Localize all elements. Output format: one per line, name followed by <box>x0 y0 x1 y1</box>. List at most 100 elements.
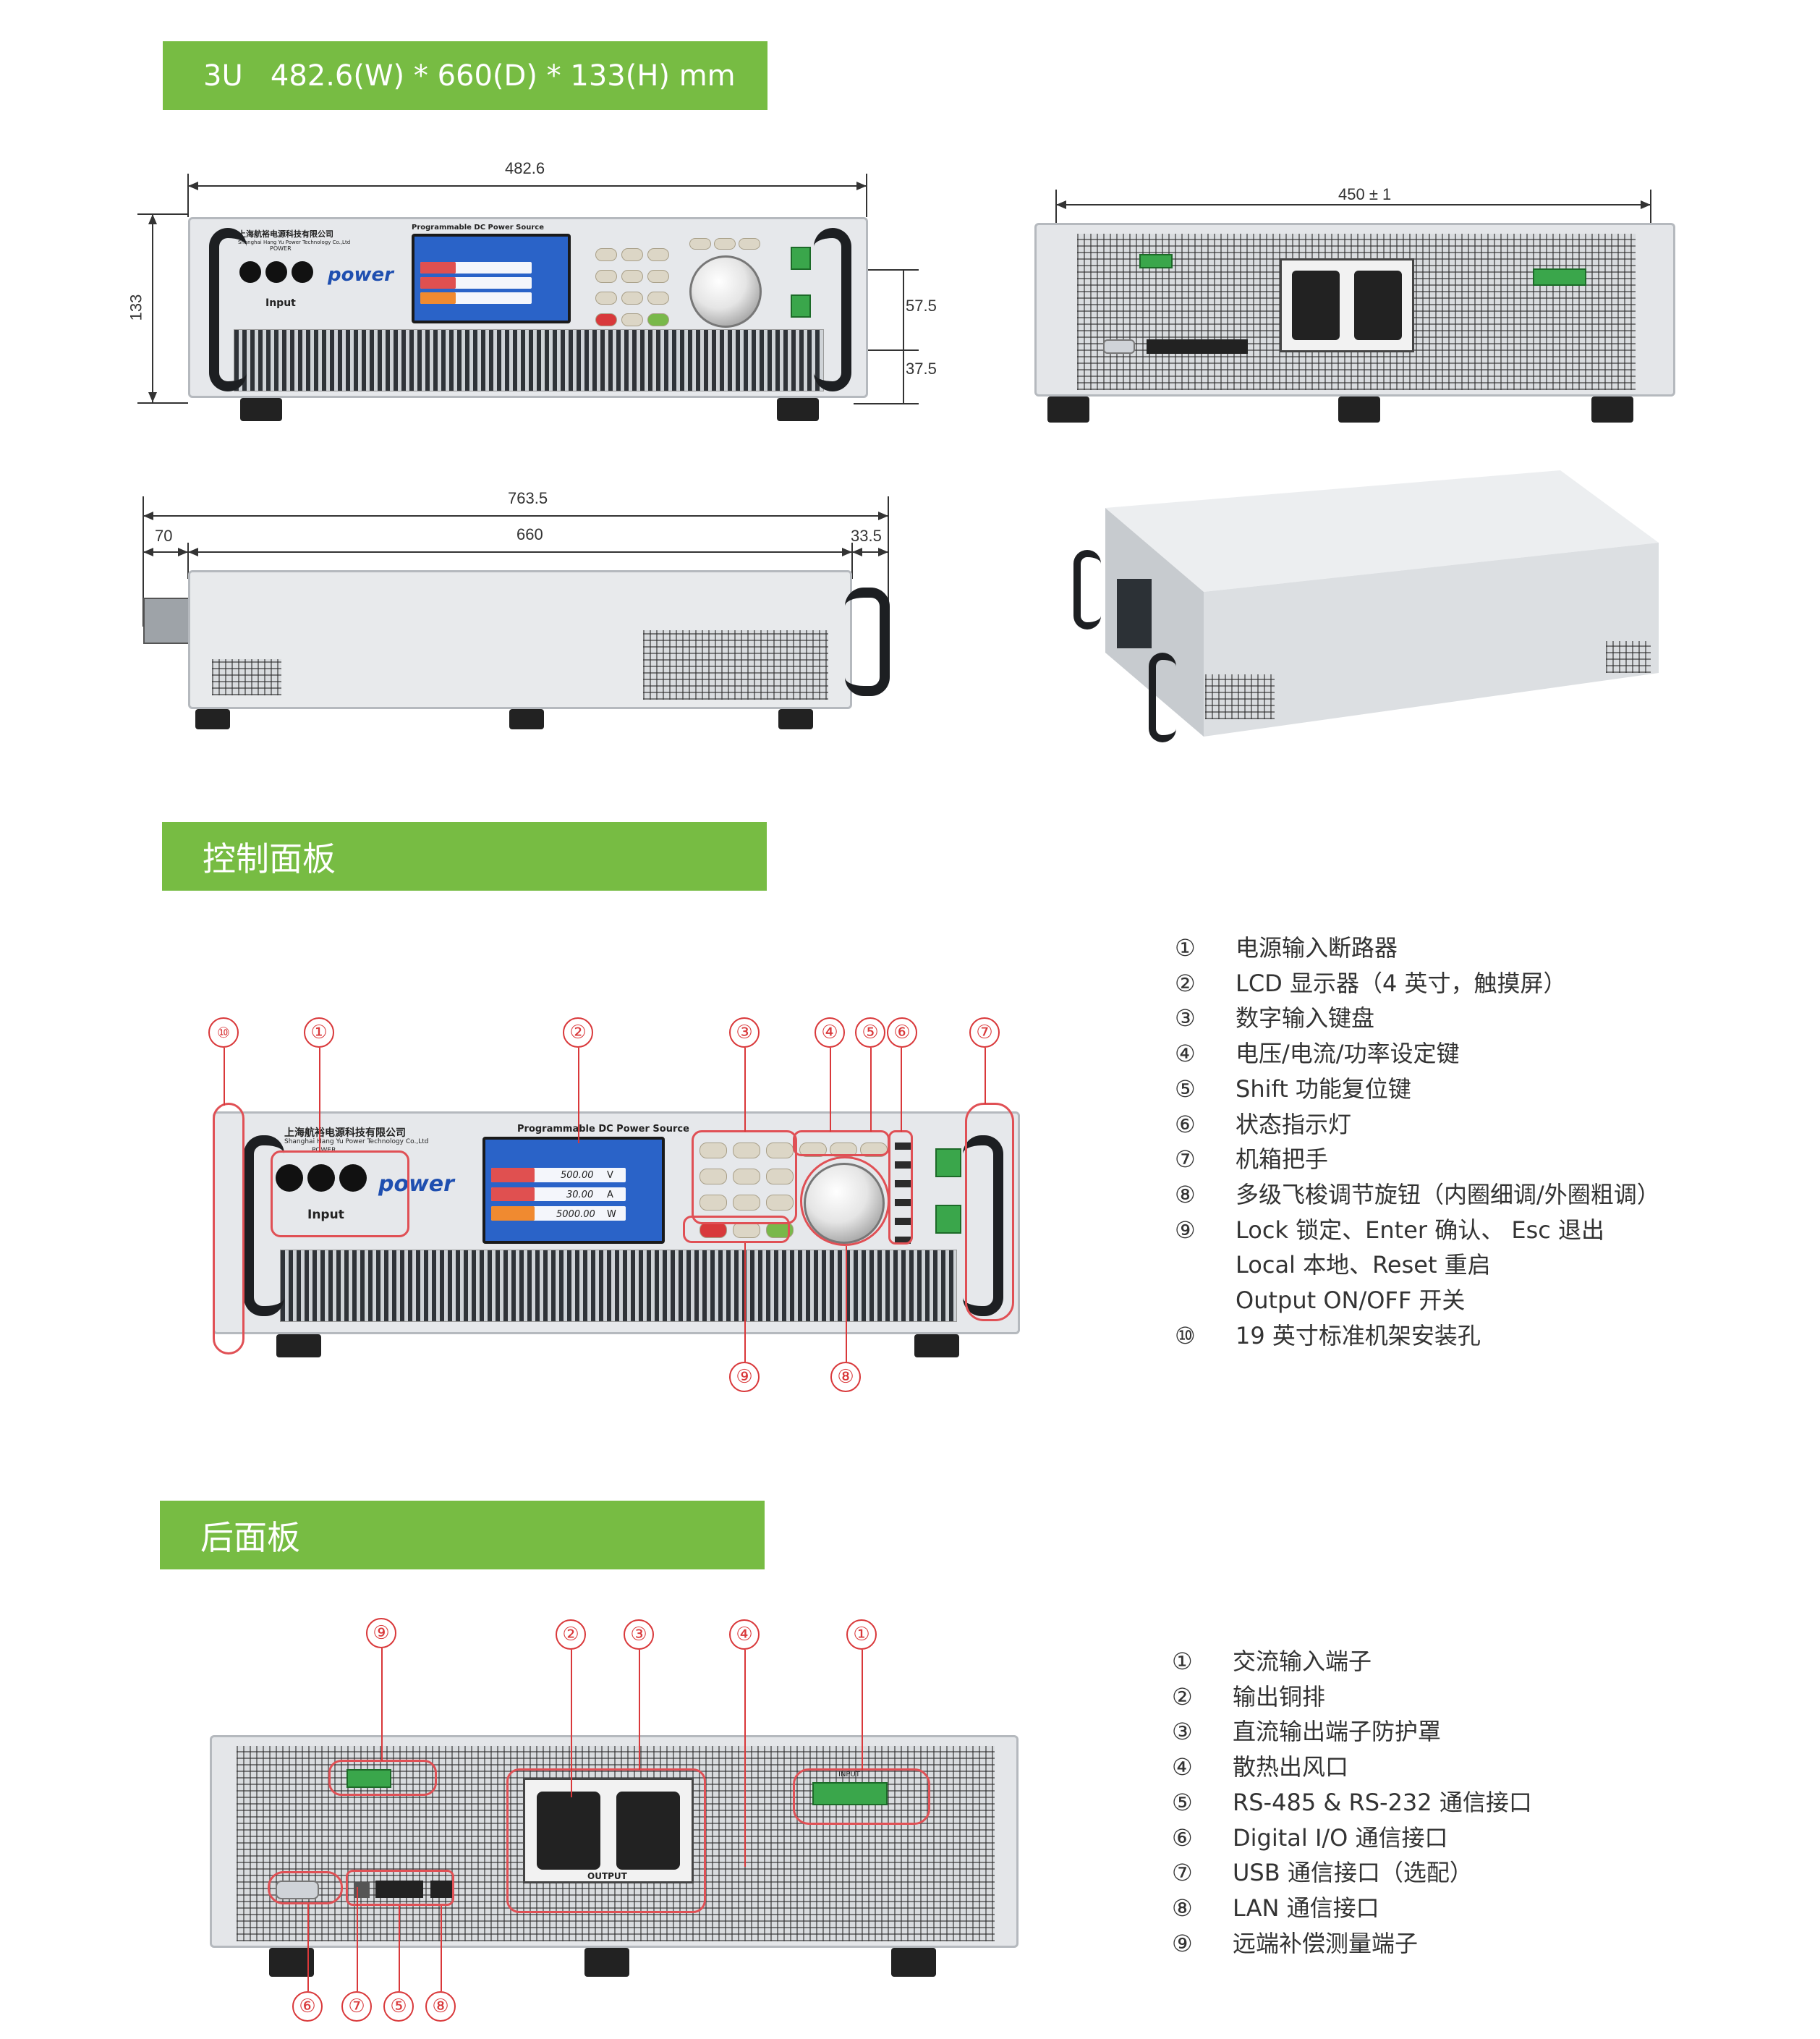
company-name-cn: 上海航裕电源科技有限公司 <box>238 229 333 239</box>
analog-port[interactable] <box>1103 339 1135 354</box>
cp-keypad-key[interactable] <box>766 1195 794 1211</box>
iso-handle-right[interactable] <box>1149 653 1176 742</box>
cp-right-handle[interactable] <box>963 1135 1003 1316</box>
cp-left-handle[interactable] <box>244 1135 284 1316</box>
iso-handle-left[interactable] <box>1073 550 1101 629</box>
rp-hl-sense <box>328 1760 437 1796</box>
rp-callout-1: ① <box>846 1619 877 1650</box>
right-handle[interactable] <box>814 228 851 391</box>
sense-terminal <box>1139 254 1173 268</box>
lcd-voltage-unit: V <box>607 1170 613 1181</box>
rear-panel-title: 后面板 <box>200 1517 300 1557</box>
cp-keypad-key[interactable] <box>766 1169 794 1184</box>
cp-status-leds <box>895 1143 911 1244</box>
hl-breaker <box>271 1150 409 1237</box>
v-set-key[interactable] <box>689 238 711 250</box>
keypad-key[interactable] <box>647 248 669 261</box>
enter-key[interactable] <box>647 313 669 326</box>
cp-callout-3: ③ <box>729 1017 760 1048</box>
breaker-3[interactable] <box>292 261 313 283</box>
ac-input-terminal <box>1533 268 1586 286</box>
side-rear-label: 33.5 <box>851 527 882 545</box>
side-body-label: 660 <box>516 525 543 543</box>
cp-keypad-key[interactable] <box>733 1143 760 1158</box>
side-vent-rear <box>643 630 828 700</box>
front-height-label: 133 <box>127 294 145 321</box>
rp-callout-7: ⑦ <box>341 1991 372 2022</box>
keypad-key[interactable] <box>595 292 617 305</box>
shift-key[interactable] <box>739 238 760 250</box>
control-panel-banner: 控制面板 <box>162 822 767 891</box>
front-width-label: 482.6 <box>505 159 545 177</box>
cp-breaker-1[interactable] <box>276 1164 303 1192</box>
cp-keypad-key[interactable] <box>699 1169 727 1184</box>
rp-output-label: OUTPUT <box>587 1871 627 1881</box>
legend-item: Output ON/OFF 开关 <box>1236 1286 1466 1315</box>
front-lcd[interactable] <box>412 234 571 323</box>
lcd-current-unit: A <box>607 1190 613 1200</box>
side-handle[interactable] <box>845 588 890 696</box>
cp-keypad-key[interactable] <box>733 1195 760 1211</box>
keypad-key[interactable] <box>621 292 643 305</box>
spec-banner: 3U 482.6(W) * 660(D) * 133(H) mm <box>163 41 767 110</box>
lcd-power-unit: W <box>607 1209 616 1220</box>
rp-ac-input-terminal <box>812 1782 888 1805</box>
keypad-key[interactable] <box>595 270 617 283</box>
cp-keypad-key[interactable] <box>699 1195 727 1211</box>
company-name-en: Shanghai Hang Yu Power Technology Co.,Lt… <box>238 239 351 245</box>
power-label: POWER <box>270 245 292 252</box>
cp-indicator-1 <box>935 1148 961 1177</box>
cp-keypad-key[interactable] <box>699 1143 727 1158</box>
lcd-power: 5000.00 <box>556 1209 595 1220</box>
i-set-key[interactable] <box>714 238 736 250</box>
cp-callout-10: ⑩ <box>208 1017 239 1048</box>
cp-breaker-2[interactable] <box>307 1164 335 1192</box>
control-panel-title: 控制面板 <box>203 839 336 878</box>
cp-keypad-key[interactable] <box>733 1169 760 1184</box>
brand-logo: power <box>328 264 394 286</box>
foot <box>891 1948 936 1977</box>
side-vent-front <box>212 659 281 695</box>
keypad-key[interactable] <box>621 270 643 283</box>
rp-rs485-port[interactable] <box>375 1881 423 1898</box>
front-device: 上海航裕电源科技有限公司 Shanghai Hang Yu Power Tech… <box>188 217 868 398</box>
front-lower-label: 37.5 <box>906 360 937 378</box>
output-key[interactable] <box>595 313 617 326</box>
cp-callout-4: ④ <box>815 1017 845 1048</box>
rp-callout-5: ⑤ <box>383 1991 414 2022</box>
comm-ports[interactable] <box>1147 339 1248 354</box>
keypad-key[interactable] <box>621 248 643 261</box>
rp-lan-port[interactable] <box>430 1881 452 1898</box>
iso-vent-1 <box>1205 674 1275 719</box>
jog-shuttle-knob[interactable] <box>689 255 762 328</box>
foot <box>1591 397 1633 423</box>
cp-breaker-3[interactable] <box>339 1164 367 1192</box>
breaker-1[interactable] <box>239 261 261 283</box>
foot <box>1047 397 1089 423</box>
cp-callout-6: ⑥ <box>887 1017 917 1048</box>
lcd-voltage: 500.00 <box>561 1170 594 1181</box>
keypad-key[interactable] <box>647 292 669 305</box>
foot <box>1338 397 1380 423</box>
hl-right-handle <box>965 1103 1014 1321</box>
keypad-key[interactable] <box>647 270 669 283</box>
foot <box>584 1948 629 1977</box>
breaker-2[interactable] <box>265 261 287 283</box>
keypad-key[interactable] <box>595 248 617 261</box>
rp-hl-output <box>506 1768 706 1913</box>
hl-rack-hole <box>213 1103 244 1355</box>
legend-item: Local 本地、Reset 重启 <box>1236 1251 1491 1279</box>
lock-key[interactable] <box>621 313 643 326</box>
cp-panel-title: Programmable DC Power Source <box>517 1124 689 1135</box>
left-handle[interactable] <box>209 228 247 391</box>
input-label: Input <box>265 297 296 309</box>
cp-callout-7: ⑦ <box>969 1017 1000 1048</box>
front-indicator-1 <box>791 247 811 270</box>
cp-lcd[interactable]: 500.00 V 30.00 A 5000.00 W <box>482 1137 665 1244</box>
